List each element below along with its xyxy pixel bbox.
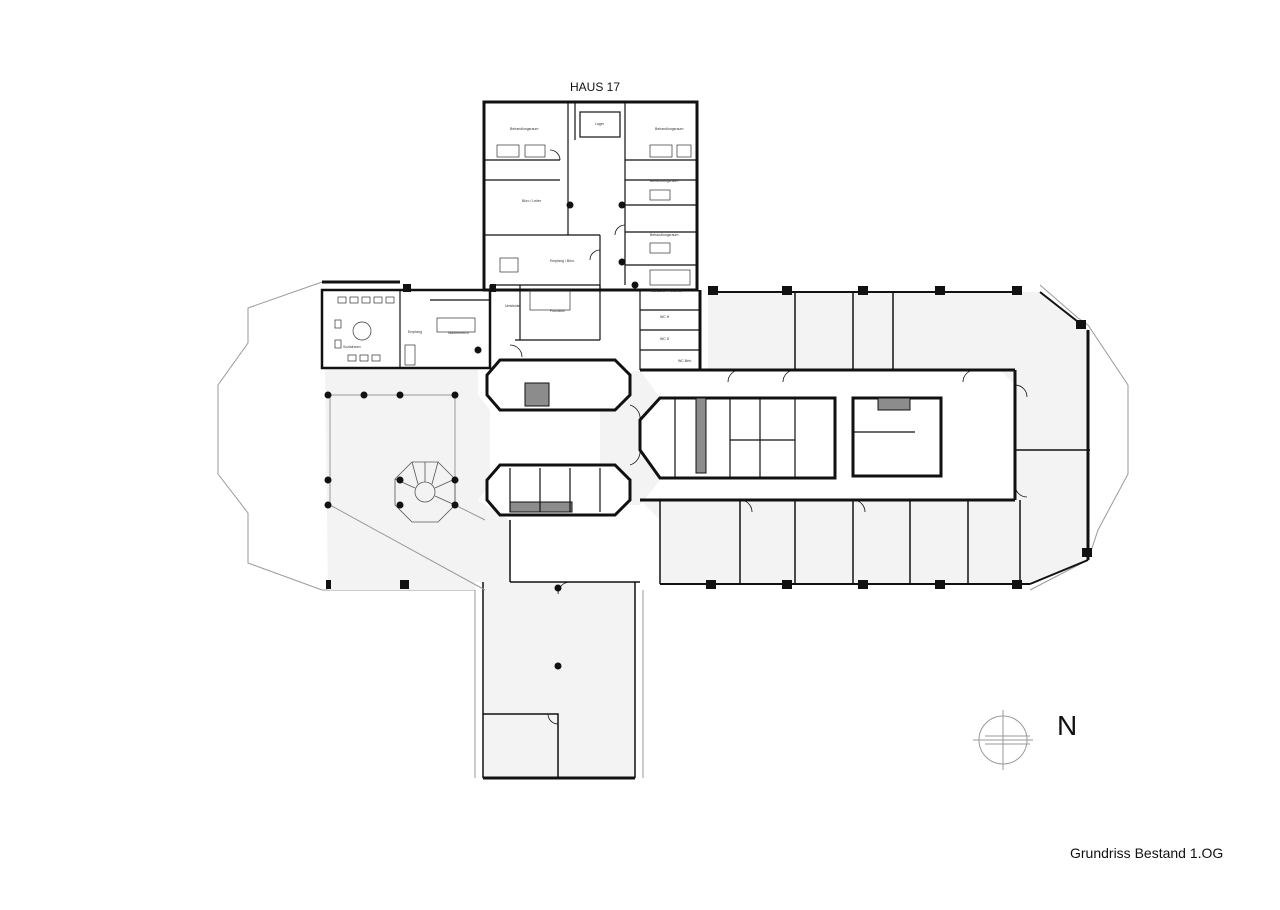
svg-text:Büro / Leiter: Büro / Leiter — [522, 199, 542, 203]
spiral-stair — [394, 461, 456, 523]
west-module-walls — [320, 280, 492, 370]
haus17-walls — [482, 100, 702, 370]
svg-text:Teeküche / Personal: Teeküche / Personal — [650, 289, 682, 293]
room-labels: Behandlungsraum Lager Behandlungsraum Be… — [343, 122, 692, 363]
columns — [324, 201, 639, 670]
door-swings — [509, 149, 1028, 725]
svg-text:Behandlungsraum: Behandlungsraum — [650, 179, 678, 183]
svg-text:Umkleide: Umkleide — [505, 304, 520, 308]
svg-text:Lager: Lager — [595, 122, 605, 126]
north-arrow-icon — [973, 710, 1033, 770]
floor-fills — [325, 292, 1088, 778]
west-wing-outline — [217, 281, 475, 591]
svg-text:WC H: WC H — [660, 315, 670, 319]
core-walls — [485, 358, 1017, 517]
svg-text:WC D: WC D — [660, 337, 670, 341]
svg-text:Behandlungsraum: Behandlungsraum — [510, 127, 538, 131]
svg-text:Behandlungsraum: Behandlungsraum — [650, 233, 678, 237]
shafts — [509, 382, 911, 513]
svg-text:Behandlungsraum: Behandlungsraum — [655, 127, 683, 131]
svg-text:Wartebereich: Wartebereich — [448, 331, 469, 335]
svg-text:Empfang: Empfang — [408, 330, 422, 334]
svg-text:Sozialraum: Sozialraum — [343, 345, 361, 349]
svg-text:WC Beh.: WC Beh. — [678, 359, 692, 363]
north-label: N — [1057, 710, 1078, 741]
furniture — [334, 144, 692, 366]
core-partitions — [509, 398, 915, 512]
pillars — [326, 284, 1092, 589]
building-title: HAUS 17 — [569, 80, 621, 94]
svg-text:Putzraum: Putzraum — [550, 309, 565, 313]
plan-caption: Grundriss Bestand 1.OG — [1070, 845, 1224, 861]
svg-text:Empfang / Büro: Empfang / Büro — [550, 259, 574, 263]
south-annex-walls — [474, 520, 644, 780]
